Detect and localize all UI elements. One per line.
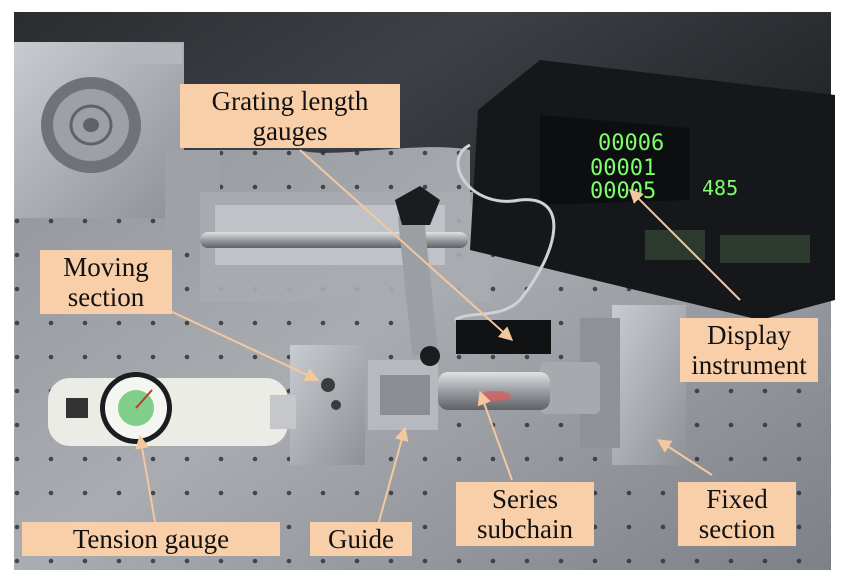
label-series-line2: subchain: [477, 514, 573, 544]
label-moving-line2: section: [67, 282, 145, 312]
label-series-subchain: Series subchain: [456, 482, 594, 546]
label-guide: Guide: [310, 522, 412, 556]
label-fixed-line1: Fixed: [706, 484, 768, 514]
fixture-block: [14, 42, 220, 245]
moving-section-block: [290, 345, 438, 465]
label-display-line1: Display: [707, 320, 791, 350]
label-grating-line1: Grating length: [211, 86, 369, 116]
label-grating-line2: gauges: [252, 116, 328, 146]
label-grating-length-gauges: Grating length gauges: [180, 84, 400, 148]
display-readout-side: 485: [702, 176, 738, 200]
label-moving-line1: Moving: [63, 252, 149, 282]
series-subchain-rod: [438, 372, 550, 410]
label-series-line1: Series: [492, 484, 558, 514]
tension-gauge-device: [48, 372, 296, 446]
label-display-instrument: Display instrument: [680, 318, 818, 382]
guide-rod: [200, 232, 468, 248]
label-guide-text: Guide: [328, 524, 394, 554]
label-fixed-section: Fixed section: [678, 482, 796, 546]
label-tension-text: Tension gauge: [72, 524, 230, 554]
display-readout-row3: 00005: [590, 179, 656, 204]
label-tension-gauge: Tension gauge: [22, 522, 280, 556]
label-fixed-line2: section: [698, 514, 776, 544]
label-display-line2: instrument: [691, 350, 807, 380]
fixed-section-block: [540, 305, 686, 465]
display-instrument-device: 00006 00001 00005 485: [470, 60, 835, 320]
grating-gauge-head: [456, 320, 551, 354]
display-readout-row1: 00006: [598, 131, 664, 156]
knob-icon: [395, 186, 440, 225]
label-moving-section: Moving section: [40, 250, 172, 314]
annotation-arrows: [135, 149, 741, 526]
display-readout-row2: 00001: [590, 156, 656, 181]
